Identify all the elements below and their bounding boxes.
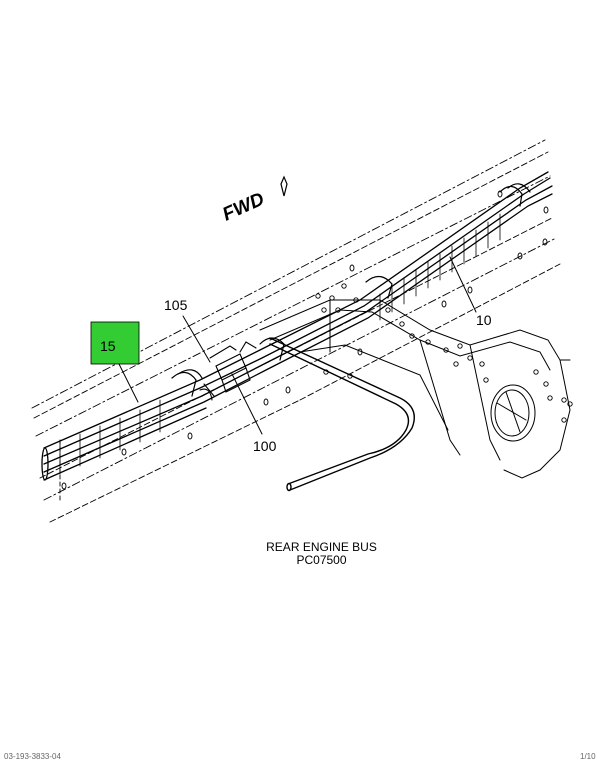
fwd-label: FWD [219,189,267,226]
callout-15[interactable]: 15 [100,338,116,354]
callout-10[interactable]: 10 [476,312,492,328]
frame-cutout [490,384,536,442]
leader-lines [118,256,477,435]
callout-105[interactable]: 105 [164,297,188,313]
diagram-title: REAR ENGINE BUS [266,540,377,554]
harness-clamps [171,183,531,397]
fwd-arrow-icon [280,175,288,197]
callout-100[interactable]: 100 [253,438,277,454]
footer-part-number: 03-193-3833-04 [4,752,61,761]
diagram-code: PC07500 [296,553,347,567]
cross-member [259,299,571,479]
connector-assembly [199,341,257,401]
frame-rail [31,139,561,523]
main-harness [41,171,553,481]
loom-ribs [59,213,501,475]
footer-page: 1/10 [580,752,596,761]
routed-cable [269,337,415,492]
highlighted-callout-box[interactable] [90,321,140,365]
cross-member-holes [315,283,573,423]
